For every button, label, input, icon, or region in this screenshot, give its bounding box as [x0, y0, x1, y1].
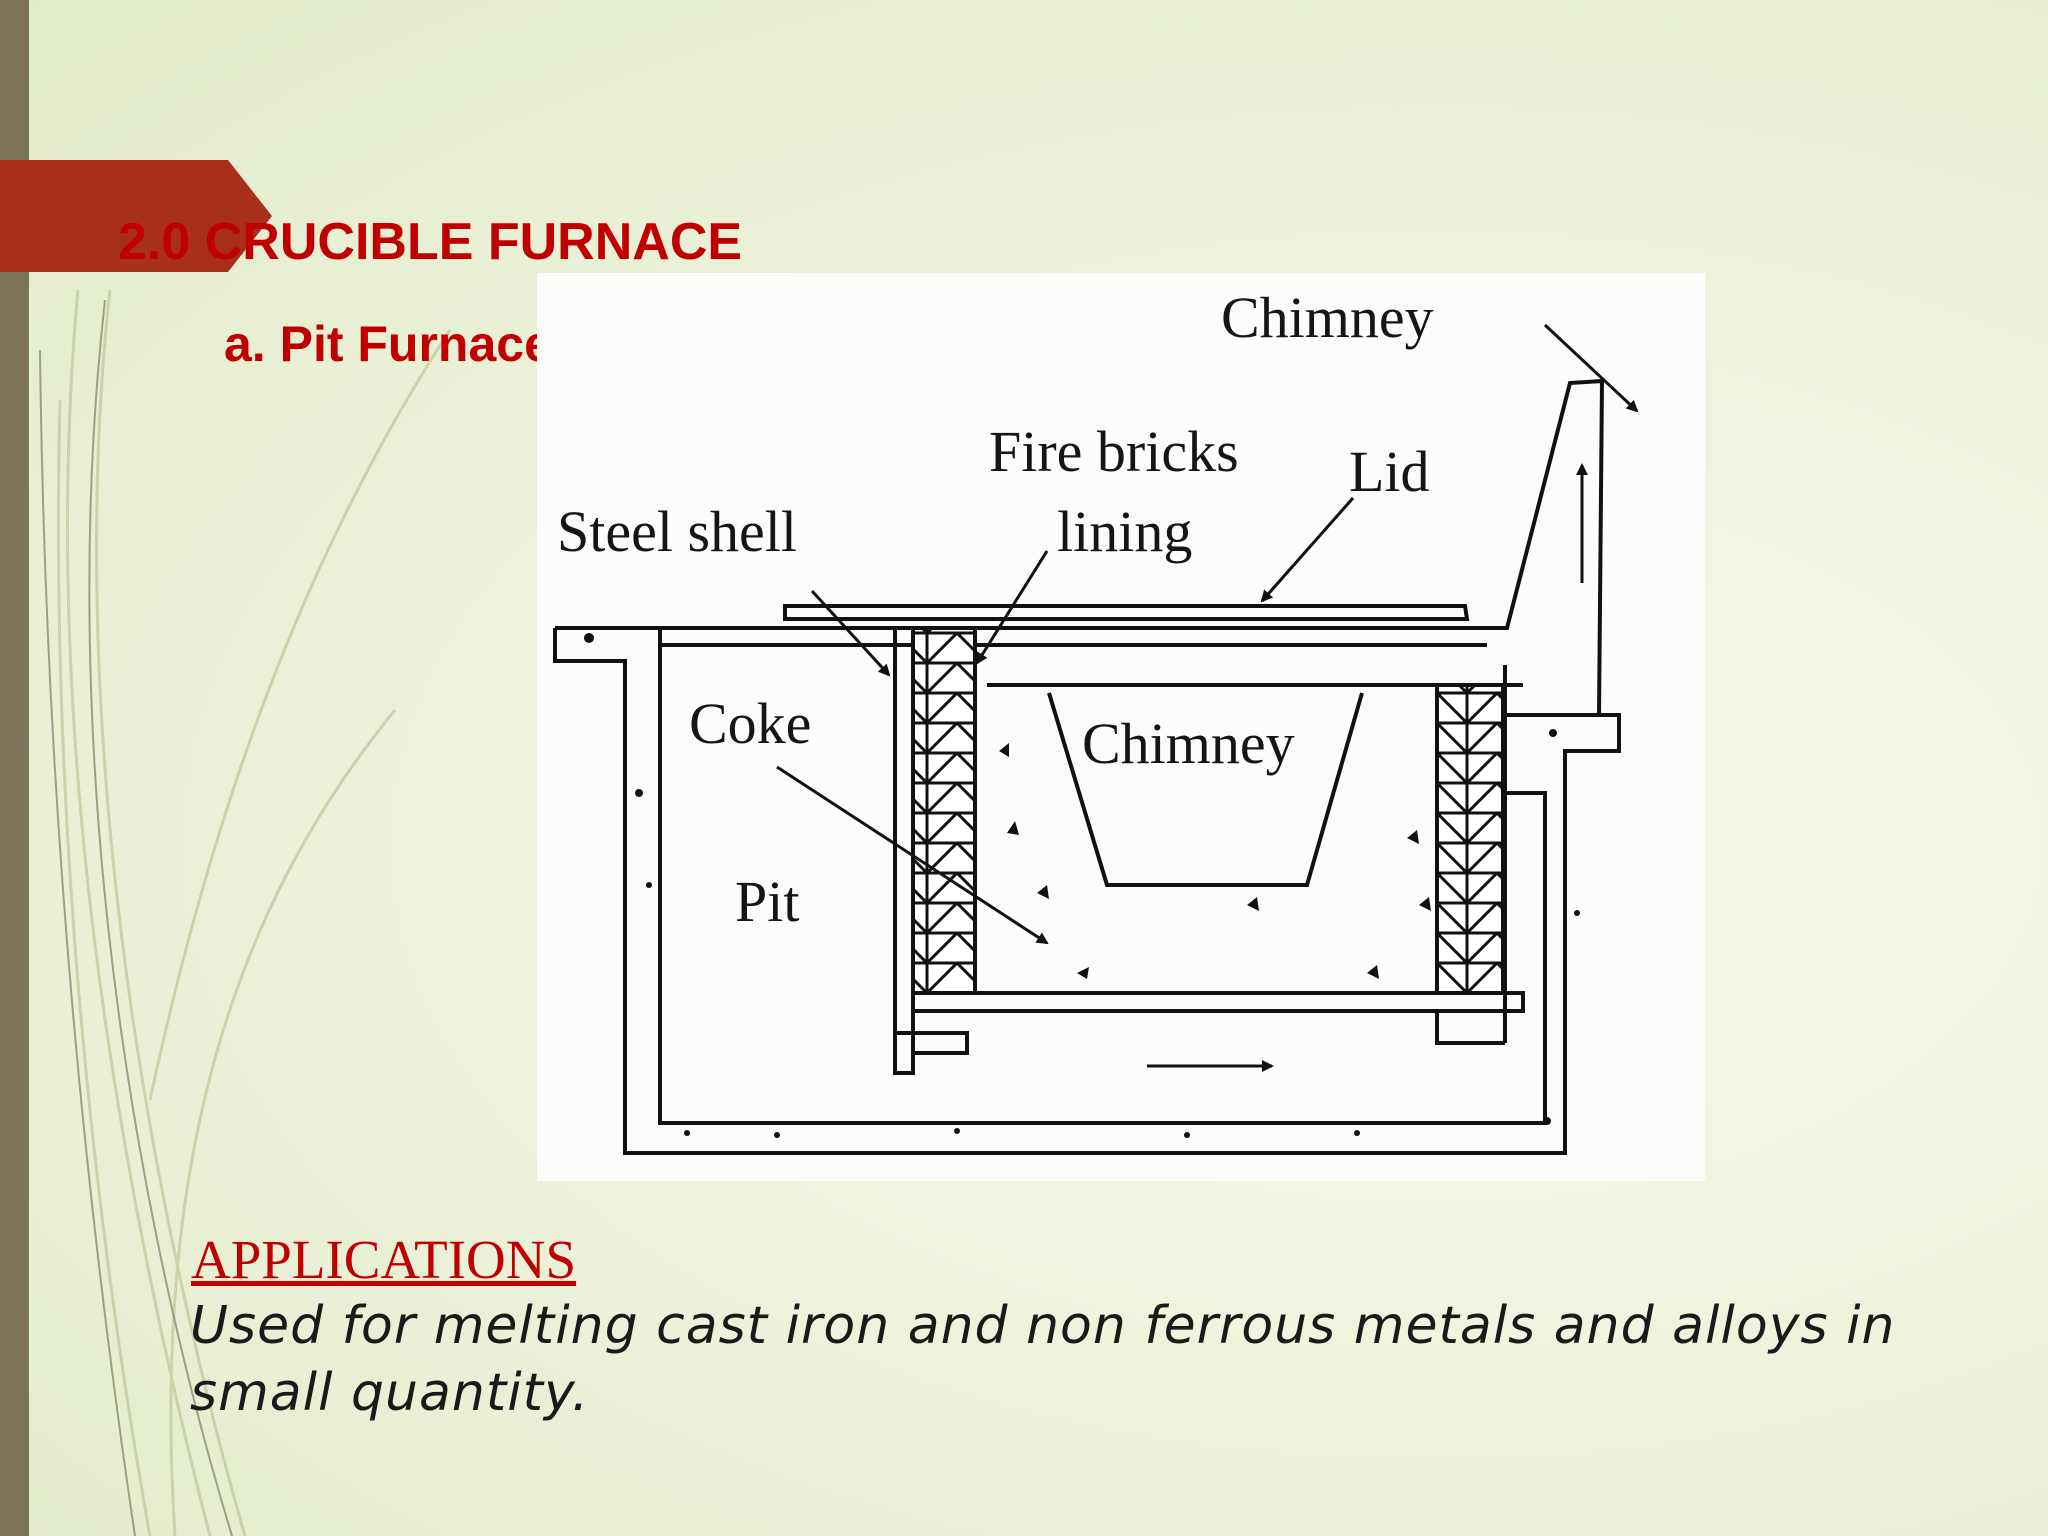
applications-heading: APPLICATIONS [191, 1229, 577, 1290]
label-pit: Pit [735, 869, 800, 934]
label-coke: Coke [689, 691, 811, 756]
slide-title: 2.0 CRUCIBLE FURNACE [118, 213, 743, 271]
label-lid: Lid [1349, 439, 1430, 504]
label-steel-shell: Steel shell [557, 499, 797, 564]
label-chimney-top: Chimney [1221, 285, 1434, 350]
slide-subtitle: a. Pit Furnace [224, 316, 552, 372]
label-fire-bricks: Fire bricks [989, 419, 1239, 484]
label-lining: lining [1057, 499, 1192, 564]
title-tab [0, 160, 272, 272]
pit-furnace-diagram: Chimney Fire bricks lining Lid Steel she… [537, 273, 1705, 1181]
label-chimney-crucible: Chimney [1082, 711, 1295, 776]
applications-body: Used for melting cast iron and non ferro… [190, 1296, 1896, 1423]
